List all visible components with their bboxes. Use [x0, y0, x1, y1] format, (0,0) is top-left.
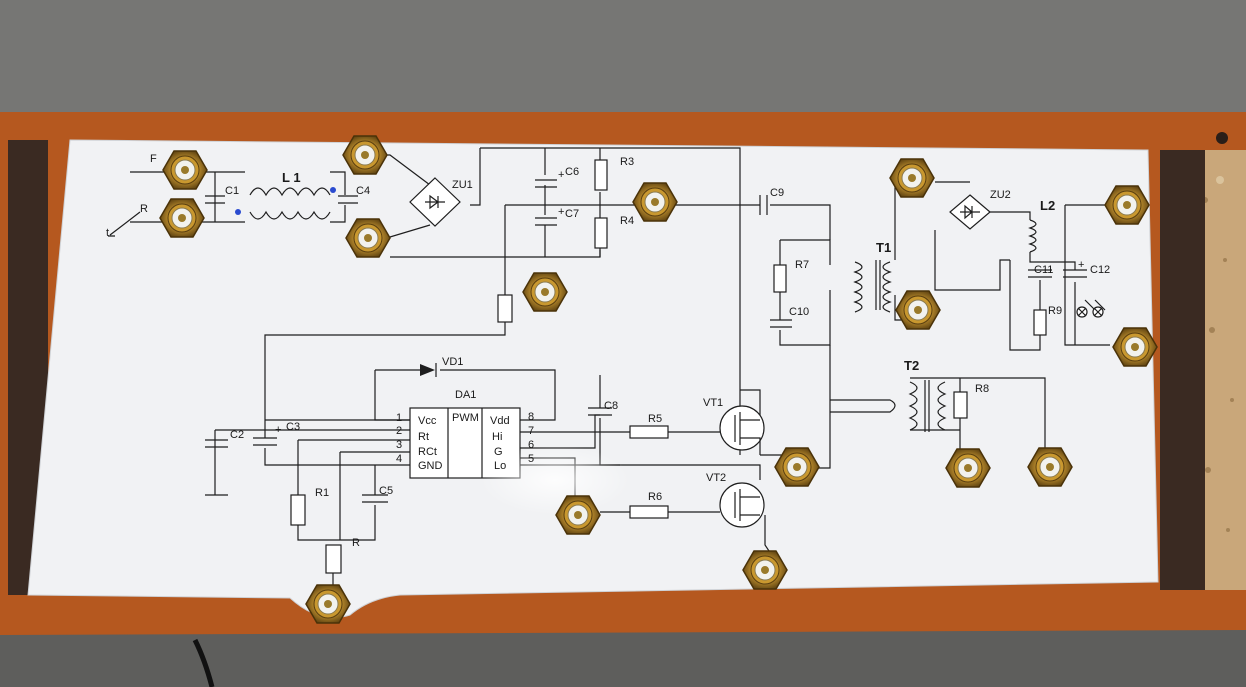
label-c3: C3: [286, 421, 300, 433]
pin-number: 7: [528, 425, 534, 437]
cork-texture: [1202, 176, 1234, 532]
floor-strip: [0, 630, 1246, 687]
polarity-plus: +: [558, 206, 564, 218]
resistor-r9: [1033, 309, 1047, 336]
circuit-panel: [27, 139, 1159, 619]
label-c8: C8: [604, 400, 618, 412]
resistor-r5: [629, 425, 669, 439]
label-vt1: VT1: [703, 397, 723, 409]
label-l1: L 1: [282, 170, 301, 185]
label-r4: R4: [620, 215, 634, 227]
label-c7: C7: [565, 208, 579, 220]
label-vd1: VD1: [442, 356, 463, 368]
label-r8: R8: [975, 383, 989, 395]
pin-number: 1: [396, 412, 402, 424]
resistor-r1: [290, 494, 306, 526]
label-c11: C11: [1034, 264, 1053, 276]
polarity-dot: [235, 209, 241, 215]
label-vt2: VT2: [706, 472, 726, 484]
label-c12: C12: [1090, 264, 1110, 276]
pin-number: 5: [528, 453, 534, 465]
resistor-r3: [594, 159, 608, 191]
label-r-input: R: [140, 203, 148, 215]
pin-number: 8: [528, 411, 534, 423]
label-t2: T2: [904, 358, 919, 373]
label-c4: C4: [356, 185, 370, 197]
inductor-l1: [249, 187, 331, 197]
label-l2: L2: [1040, 198, 1055, 213]
ic-pin-label: Vdd: [490, 415, 510, 427]
ic-pin-label: Vcc: [418, 415, 437, 427]
pin-number: 6: [528, 439, 534, 451]
schematic-wires: [130, 147, 1120, 561]
label-c5: C5: [379, 485, 393, 497]
resistor-r7: [773, 264, 787, 293]
frame-inner-right: [1160, 150, 1205, 590]
transformer-t1: [853, 261, 863, 313]
resistor-r8: [953, 391, 968, 419]
label-r7: R7: [795, 259, 809, 271]
polarity-plus: +: [1078, 259, 1084, 271]
diode-vd1: [420, 364, 435, 376]
label-zu2: ZU2: [990, 189, 1011, 201]
polarity-plus: +: [558, 169, 564, 181]
frame-screw: [1216, 132, 1228, 144]
resistor-unlabeled: [497, 294, 513, 323]
label-c2: C2: [230, 429, 244, 441]
ic-pin-label: Rt: [418, 431, 429, 443]
label-zu1: ZU1: [452, 179, 473, 191]
light-glare: [480, 445, 630, 515]
pin-number: 3: [396, 439, 402, 451]
ic-pin-label: RCt: [418, 446, 437, 458]
label-c10: C10: [789, 306, 809, 318]
transistor-vt2: [719, 482, 765, 528]
label-c6: C6: [565, 166, 579, 178]
label-t: t: [106, 227, 109, 239]
label-da1: DA1: [455, 389, 476, 401]
transformer-t2: [908, 381, 918, 431]
transistor-vt1: [719, 405, 765, 451]
ic-pin-label: G: [494, 446, 503, 458]
label-pwm: PWM: [452, 412, 479, 424]
polarity-dot: [330, 187, 336, 193]
pin-number: 2: [396, 425, 402, 437]
ic-pin-label: Lo: [494, 460, 506, 472]
ic-pin-label: Hi: [492, 431, 502, 443]
label-r9: R9: [1048, 305, 1062, 317]
schematic-labels: F R t C1 L 1 C4 ZU1 C6 R3 C7 R4 C9 R7 C1…: [106, 153, 1110, 549]
polarity-plus: +: [275, 424, 281, 436]
label-t1: T1: [876, 240, 891, 255]
resistor-r6: [629, 505, 669, 519]
label-r3: R3: [620, 156, 634, 168]
label-r1: R1: [315, 487, 329, 499]
ic-pin-label: GND: [418, 460, 443, 472]
label-c9: C9: [770, 187, 784, 199]
label-f: F: [150, 153, 157, 165]
cable: [192, 638, 215, 687]
label-r: R: [352, 537, 360, 549]
label-r6: R6: [648, 491, 662, 503]
label-r5: R5: [648, 413, 662, 425]
resistor-r4: [594, 217, 608, 249]
label-c1: C1: [225, 185, 239, 197]
inductor-l2: [1028, 219, 1037, 253]
resistor-r: [325, 544, 342, 574]
pin-number: 4: [396, 453, 402, 465]
